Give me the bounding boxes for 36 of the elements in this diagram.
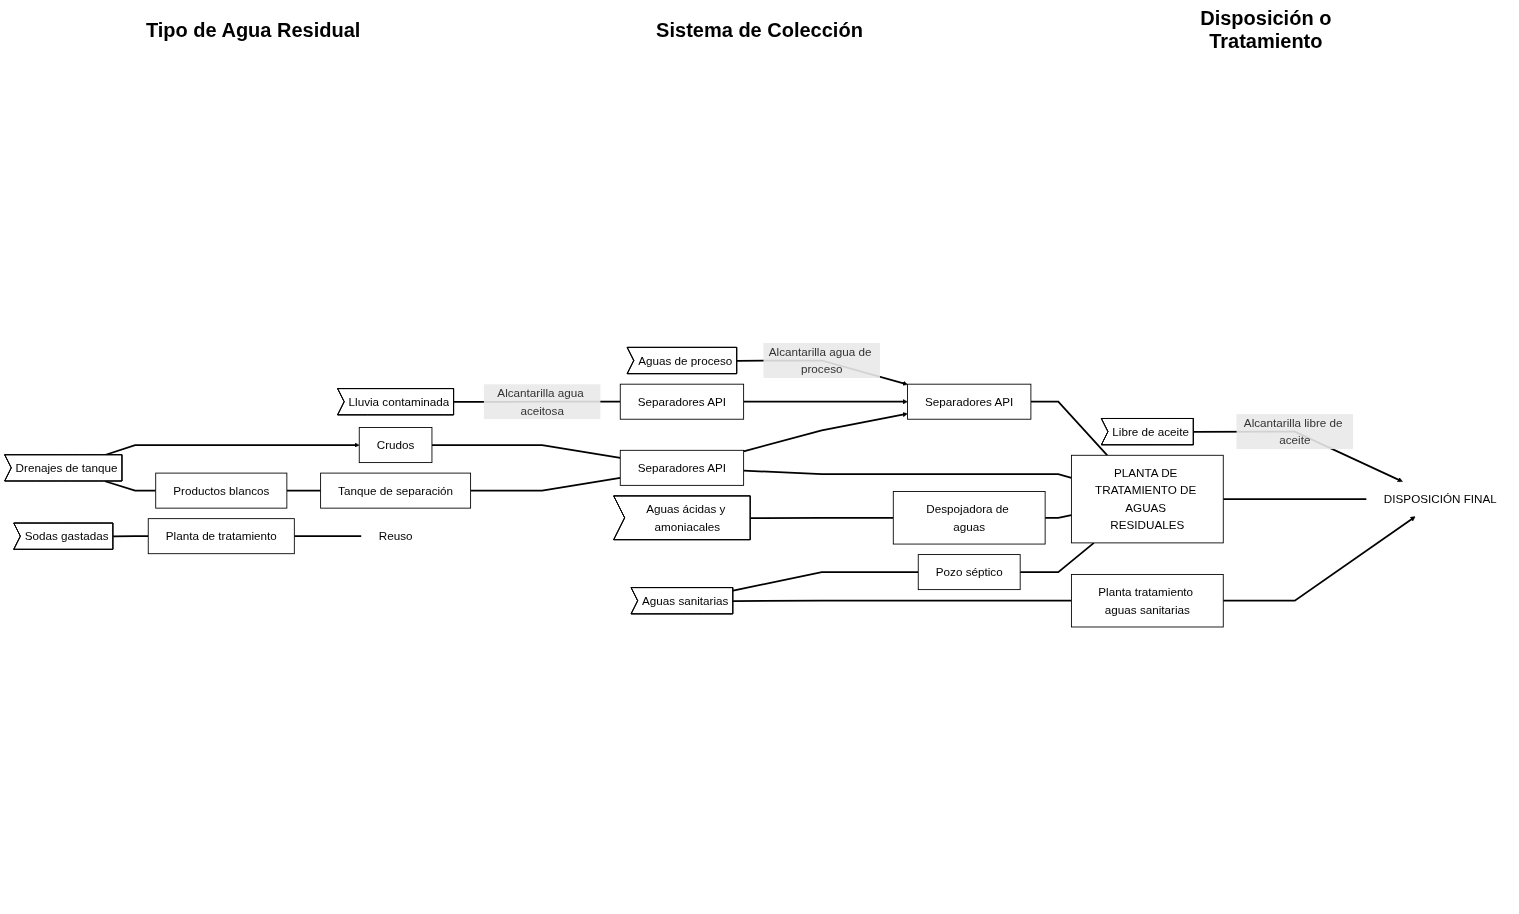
connector <box>1030 400 1109 457</box>
connector <box>104 480 157 492</box>
node-box: Planta de tratamiento <box>147 518 295 555</box>
node-box: Productos blancos <box>155 472 288 509</box>
arrow <box>742 399 908 405</box>
connector <box>742 469 1073 479</box>
node-box: Separadores API <box>619 449 745 486</box>
connector <box>285 489 322 492</box>
node-box: Planta tratamiento aguas sanitarias <box>1071 574 1224 628</box>
arrow <box>1222 516 1416 602</box>
node-box: Separadores API <box>619 383 745 420</box>
connector <box>431 444 622 459</box>
arrow <box>742 412 908 453</box>
node-box: Despojadora de aguas <box>892 491 1046 545</box>
node-box: Tanque de separación <box>320 472 472 509</box>
connector <box>112 535 150 538</box>
column-heading: Tipo de Agua Residual <box>144 18 362 42</box>
node-box: Separadores API <box>907 383 1032 420</box>
connector <box>1222 498 1368 500</box>
node-box: Pozo séptico <box>917 554 1021 591</box>
edge-label: Alcantarilla libre de aceite <box>1243 416 1343 447</box>
node-box: PLANTA DE TRATAMIENTO DE AGUAS RESIDUALES <box>1071 454 1224 544</box>
connector <box>1044 514 1073 519</box>
edge-label: Alcantarilla agua aceitosa <box>497 386 584 417</box>
connector <box>749 516 895 519</box>
connector <box>469 477 622 492</box>
connector <box>293 535 363 538</box>
connector <box>732 571 920 592</box>
edge-label: Alcantarilla agua de proceso <box>768 345 872 376</box>
node-text: Reuso <box>378 529 413 543</box>
column-heading: Disposición o Tratamiento <box>1199 7 1333 53</box>
connector <box>1019 542 1095 573</box>
node-text: DISPOSICIÓN FINAL <box>1383 492 1497 506</box>
node-box: Crudos <box>358 427 433 464</box>
column-heading: Sistema de Colección <box>655 18 864 42</box>
connector <box>732 599 1073 602</box>
